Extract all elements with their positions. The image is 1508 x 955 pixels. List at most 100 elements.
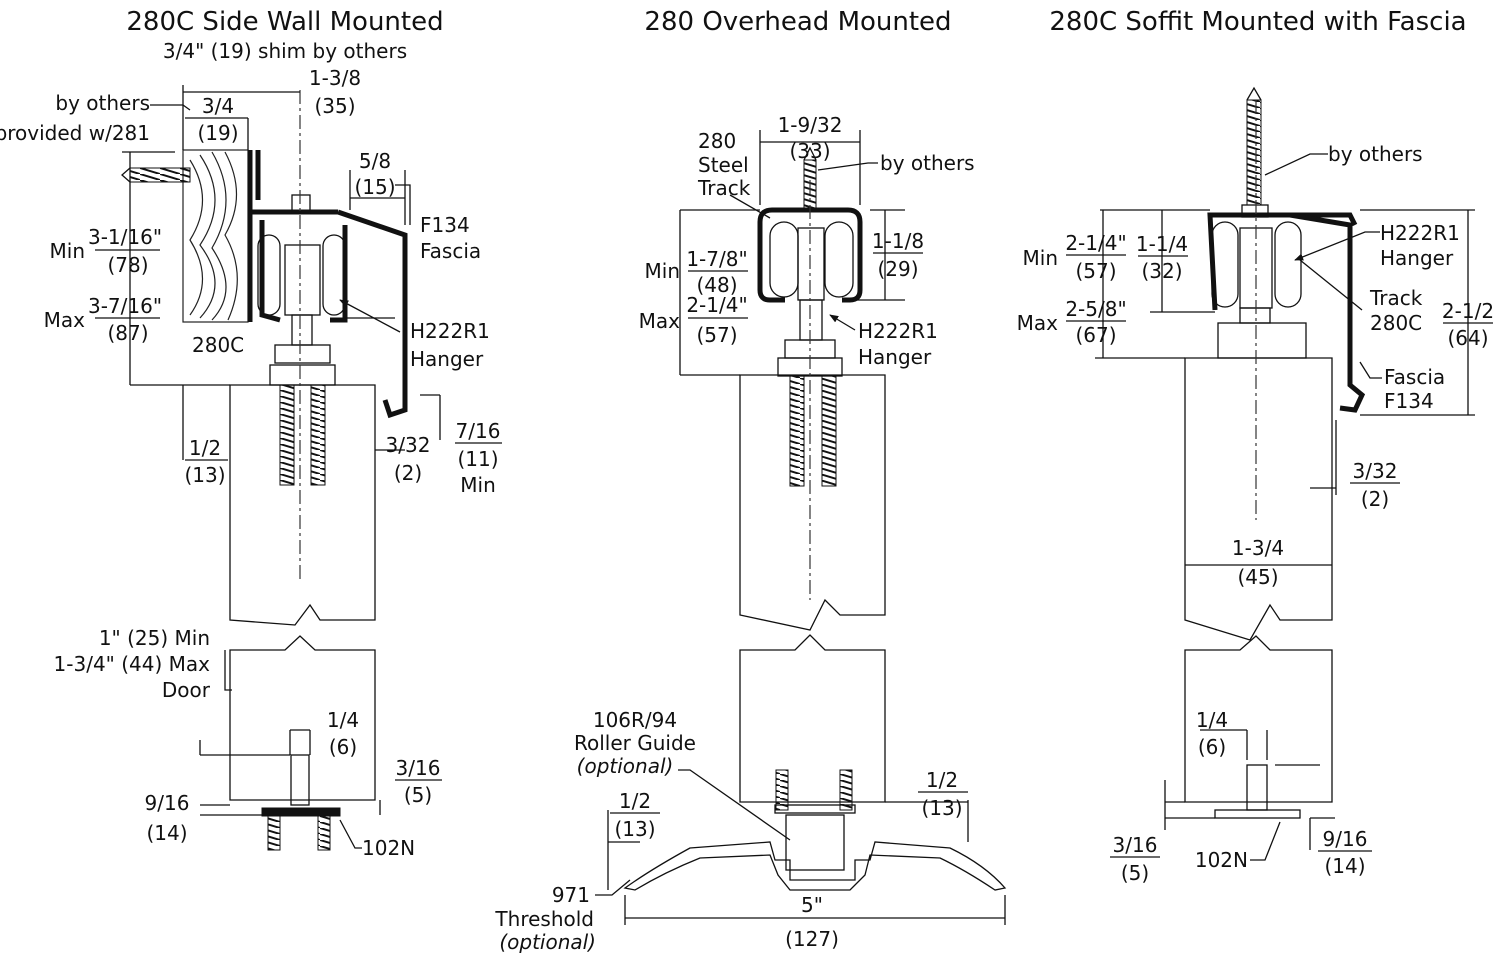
sw-11: (11) [457, 447, 498, 471]
sw-3-4: 3/4 [202, 94, 234, 118]
oh-13a: (13) [614, 817, 655, 841]
sf-1-1-4: 1-1/4 [1136, 232, 1188, 256]
sf-track-2: 280C [1370, 311, 1422, 335]
sf-1-3-4: 1-3/4 [1232, 536, 1284, 560]
sw-35: (35) [314, 94, 355, 118]
oh-max: Max [639, 309, 681, 333]
sf-2-1-2: 2-1/2 [1442, 299, 1494, 323]
sw-19: (19) [197, 121, 238, 145]
sw-14: (14) [146, 821, 187, 845]
oh-width-mm: (127) [785, 927, 839, 951]
sf-32: (32) [1141, 259, 1182, 283]
sf-min-in: 2-1/4" [1065, 231, 1126, 255]
sw-9-16: 9/16 [145, 791, 190, 815]
sw-provided: provided w/281 [0, 121, 150, 145]
sw-max-in: 3-7/16" [88, 294, 162, 318]
sw-7-16: 7/16 [456, 419, 501, 443]
oh-thr-3: (optional) [499, 930, 596, 954]
sf-9-16: 9/16 [1323, 827, 1368, 851]
oh-roller-3: (optional) [577, 754, 674, 778]
sw-5-8: 5/8 [359, 149, 391, 173]
oh-1-2a: 1/2 [619, 789, 651, 813]
oh-roller-1: 106R/94 [593, 708, 677, 732]
sw-shim: 3/4" (19) shim by others [163, 39, 407, 63]
oh-1-2b: 1/2 [926, 768, 958, 792]
sf-64: (64) [1447, 326, 1488, 350]
sw-min: Min [50, 239, 86, 263]
oh-steel-2: Steel [698, 153, 749, 177]
oh-min-mm: (48) [696, 273, 737, 297]
sw-by-others: by others [55, 91, 150, 115]
title-overhead: 280 Overhead Mounted [644, 7, 951, 37]
oh-29: (29) [877, 257, 918, 281]
oh-thr-2: Threshold [494, 907, 594, 931]
sf-6: (6) [1198, 735, 1226, 759]
oh-steel-1: 280 [698, 129, 736, 153]
sw-max-mm: (87) [107, 321, 148, 345]
oh-min: Min [645, 259, 681, 283]
sf-102n: 102N [1195, 848, 1248, 872]
sw-door-1: 1" (25) Min [99, 626, 210, 650]
sf-hanger-model: H222R1 [1380, 221, 1460, 245]
sw-102n: 102N [362, 836, 415, 860]
sw-min-word: Min [460, 473, 496, 497]
sf-3-32: 3/32 [1353, 459, 1398, 483]
sw-1-2: 1/2 [189, 436, 221, 460]
sw-fascia: Fascia [420, 239, 481, 263]
sf-max: Max [1017, 311, 1059, 335]
sf-fascia-2: F134 [1384, 389, 1434, 413]
oh-1-9-32: 1-9/32 [778, 113, 843, 137]
sw-1-4: 1/4 [327, 708, 359, 732]
side-wall-drawing [121, 85, 441, 851]
oh-33: (33) [789, 139, 830, 163]
sw-13: (13) [184, 463, 225, 487]
sf-3-16: 3/16 [1113, 833, 1158, 857]
sw-3-16: 3/16 [396, 756, 441, 780]
oh-min-in: 1-7/8" [686, 247, 747, 271]
sf-14: (14) [1324, 854, 1365, 878]
overhead-drawing [595, 130, 1007, 925]
sw-f134: F134 [420, 213, 470, 237]
title-soffit: 280C Soffit Mounted with Fascia [1049, 7, 1466, 37]
sw-15: (15) [354, 175, 395, 199]
sw-max: Max [44, 308, 86, 332]
sw-hanger-model: H222R1 [410, 319, 490, 343]
oh-1-1-8: 1-1/8 [872, 229, 924, 253]
sf-1-4: 1/4 [1196, 708, 1228, 732]
sf-min: Min [1023, 246, 1059, 270]
sf-track-1: Track [1369, 286, 1423, 310]
sw-6: (6) [329, 735, 357, 759]
sf-hanger: Hanger [1380, 246, 1454, 270]
oh-max-in: 2-1/4" [686, 293, 747, 317]
oh-hanger-model: H222R1 [858, 319, 938, 343]
wood-grain [189, 151, 238, 321]
sw-door-3: Door [162, 678, 211, 702]
sf-max-in: 2-5/8" [1065, 297, 1126, 321]
oh-hanger: Hanger [858, 345, 932, 369]
sw-min-in: 3-1/16" [88, 225, 162, 249]
sf-fascia-1: Fascia [1384, 365, 1445, 389]
oh-width-in: 5" [801, 893, 823, 917]
sw-5: (5) [404, 783, 432, 807]
sf-45: (45) [1237, 565, 1278, 589]
sf-min-mm: (57) [1075, 259, 1116, 283]
title-side-wall: 280C Side Wall Mounted [126, 7, 443, 37]
sw-door-2: 1-3/4" (44) Max [54, 652, 211, 676]
sw-1-3-8: 1-3/8 [309, 66, 361, 90]
soffit-drawing [1095, 86, 1475, 861]
oh-max-mm: (57) [696, 323, 737, 347]
oh-13b: (13) [921, 796, 962, 820]
sw-3-32: 3/32 [386, 433, 431, 457]
sf-by-others: by others [1328, 142, 1423, 166]
sw-2: (2) [394, 461, 422, 485]
oh-by-others: by others [880, 151, 975, 175]
oh-roller-2: Roller Guide [574, 731, 696, 755]
sf-5: (5) [1121, 861, 1149, 885]
oh-thr-1: 971 [552, 883, 590, 907]
sw-hanger: Hanger [410, 347, 484, 371]
oh-steel-3: Track [697, 176, 751, 200]
lag-screw [129, 167, 191, 183]
sw-min-mm: (78) [107, 253, 148, 277]
sf-max-mm: (67) [1075, 323, 1116, 347]
